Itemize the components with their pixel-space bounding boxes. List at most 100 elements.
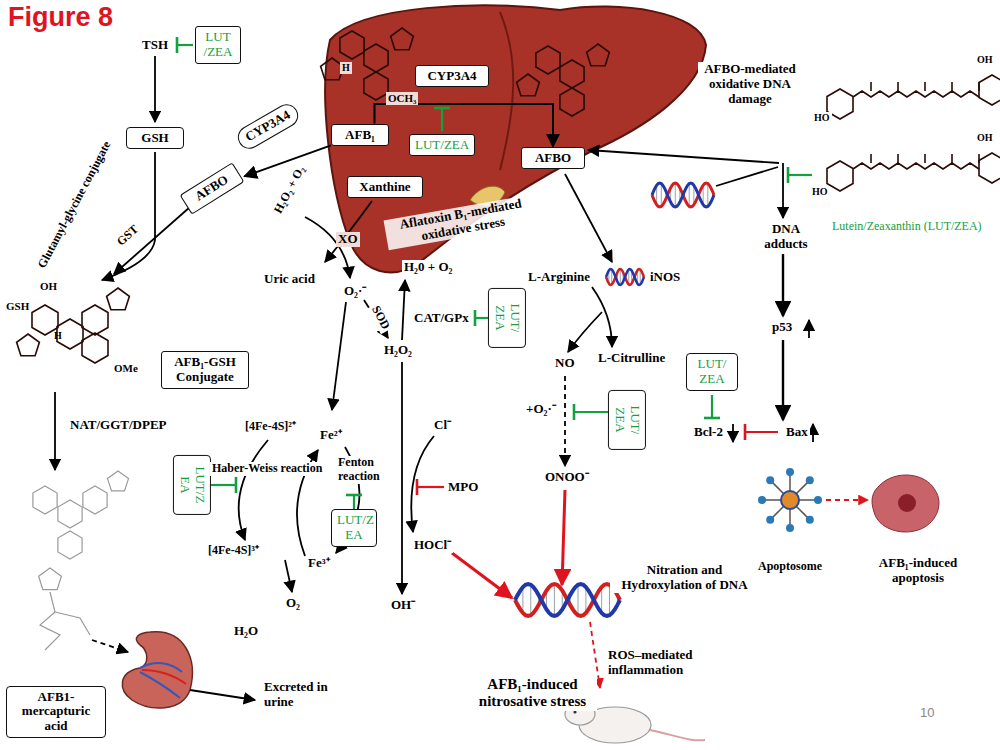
dna-strand (606, 269, 644, 285)
arrow (401, 362, 403, 594)
label: L-Citrulline (596, 351, 667, 366)
dna-strand (652, 183, 714, 207)
inhibitor-box: LUT/ZEA (409, 134, 475, 157)
label: Uric acid (262, 272, 317, 287)
label: Fe³⁺ (306, 556, 332, 571)
kidney-vessels (140, 663, 182, 698)
arrow (782, 254, 784, 316)
apoptosome-unit (766, 516, 774, 524)
node-text: CYP3A4 (241, 106, 295, 146)
arrow (305, 217, 350, 278)
apoptosome-unit (786, 468, 794, 476)
base-pair (601, 587, 602, 613)
ring (58, 531, 82, 559)
methyl (951, 82, 953, 91)
ring (82, 333, 108, 363)
inhibition-bar (704, 417, 720, 420)
label: L-Arginine (526, 270, 592, 285)
base-pair (578, 585, 579, 615)
label: Glutamyl-glycine conjugate (35, 137, 116, 272)
ring (83, 486, 107, 514)
label: [4Fe-4S]³⁺ (206, 544, 261, 558)
ring (827, 161, 853, 191)
node-text: AFBO (527, 151, 579, 166)
label: TSH (140, 38, 170, 53)
inhibitor-box: LUT/ ZEA (608, 390, 646, 450)
label: O₂ (284, 596, 302, 611)
ring (391, 28, 414, 50)
base-pair (530, 585, 531, 615)
inhibition-line (209, 484, 236, 486)
label: DNA adducts (760, 222, 812, 252)
label: Fe²⁺ (318, 428, 344, 443)
drawing-part (758, 468, 822, 532)
label: Apoptosome (756, 560, 824, 574)
node-text: AFB₁ (337, 128, 383, 143)
node-text: LUT/ ZEA (692, 357, 732, 387)
arrow (592, 287, 612, 347)
label: [4Fe-4S]²⁺ (243, 420, 298, 434)
inhibition-bar (434, 107, 450, 110)
inhibition-line (177, 44, 193, 46)
ring (979, 75, 1000, 105)
drawing-part (33, 471, 129, 650)
apoptosome-unit (758, 496, 766, 504)
label: H₂0 + O₂ (402, 260, 454, 275)
label: GST (113, 221, 143, 250)
dna-strand (515, 584, 620, 616)
methyl (870, 154, 872, 163)
label: OH⁻ (389, 598, 417, 613)
inhibition-line (574, 411, 610, 413)
process-box: AFB1- mercapturic acid (6, 686, 106, 739)
kidney (122, 632, 192, 708)
label: OMe (112, 362, 140, 375)
inhibitor-box: LUT/ ZEA (686, 353, 738, 391)
node-text: LUT/ ZEA (612, 396, 642, 444)
base-pair (707, 184, 708, 207)
inhibitor-box: LUT/ ZEA (488, 288, 526, 348)
ring (107, 288, 130, 310)
process-box: CYP3A4 (415, 65, 489, 88)
dashed-arrow (564, 376, 566, 466)
ring (587, 44, 610, 66)
apoptotic-nucleus (898, 494, 916, 512)
label: XO (336, 232, 360, 247)
connector (244, 145, 331, 176)
node-text: LUT/ZEA (415, 138, 469, 153)
inhibitor-box: LUT/Z EA (173, 455, 211, 515)
polyene-chain (853, 163, 979, 169)
process-box: AFB₁-GSH Conjugate (161, 351, 249, 389)
inhibition-line (441, 108, 443, 131)
inhibition-bar (346, 494, 362, 497)
label: H (52, 330, 64, 342)
arrow (285, 560, 292, 592)
ring (536, 46, 560, 74)
process-box: GSH (126, 127, 184, 150)
rat-tail (650, 730, 705, 740)
label: H₂O₂ + O₂ (271, 162, 309, 218)
polyene-chain (853, 91, 979, 97)
down-arrow (732, 424, 734, 442)
ring (517, 74, 540, 96)
methyl (924, 82, 926, 91)
methyl (870, 82, 872, 91)
label: Excreted in urine (262, 680, 341, 710)
label: SOD (367, 302, 393, 334)
process-box: AFBO (521, 147, 585, 170)
label: 10 (918, 706, 936, 721)
dashed-arrow (92, 640, 128, 652)
label: Bcl-2 (692, 425, 725, 440)
arrow (402, 280, 405, 340)
label: OH (38, 280, 59, 293)
ring (364, 44, 388, 72)
label: O₂·⁻ (342, 284, 368, 299)
node-text: LUT/Z EA (177, 461, 207, 509)
up-arrow (808, 320, 810, 338)
label: OH (975, 132, 995, 144)
base-pair (689, 184, 690, 207)
node-text: AFBO (187, 168, 237, 207)
inhibition-bar (573, 404, 576, 420)
apoptosome-unit (766, 476, 774, 484)
drawing-part (515, 183, 714, 616)
